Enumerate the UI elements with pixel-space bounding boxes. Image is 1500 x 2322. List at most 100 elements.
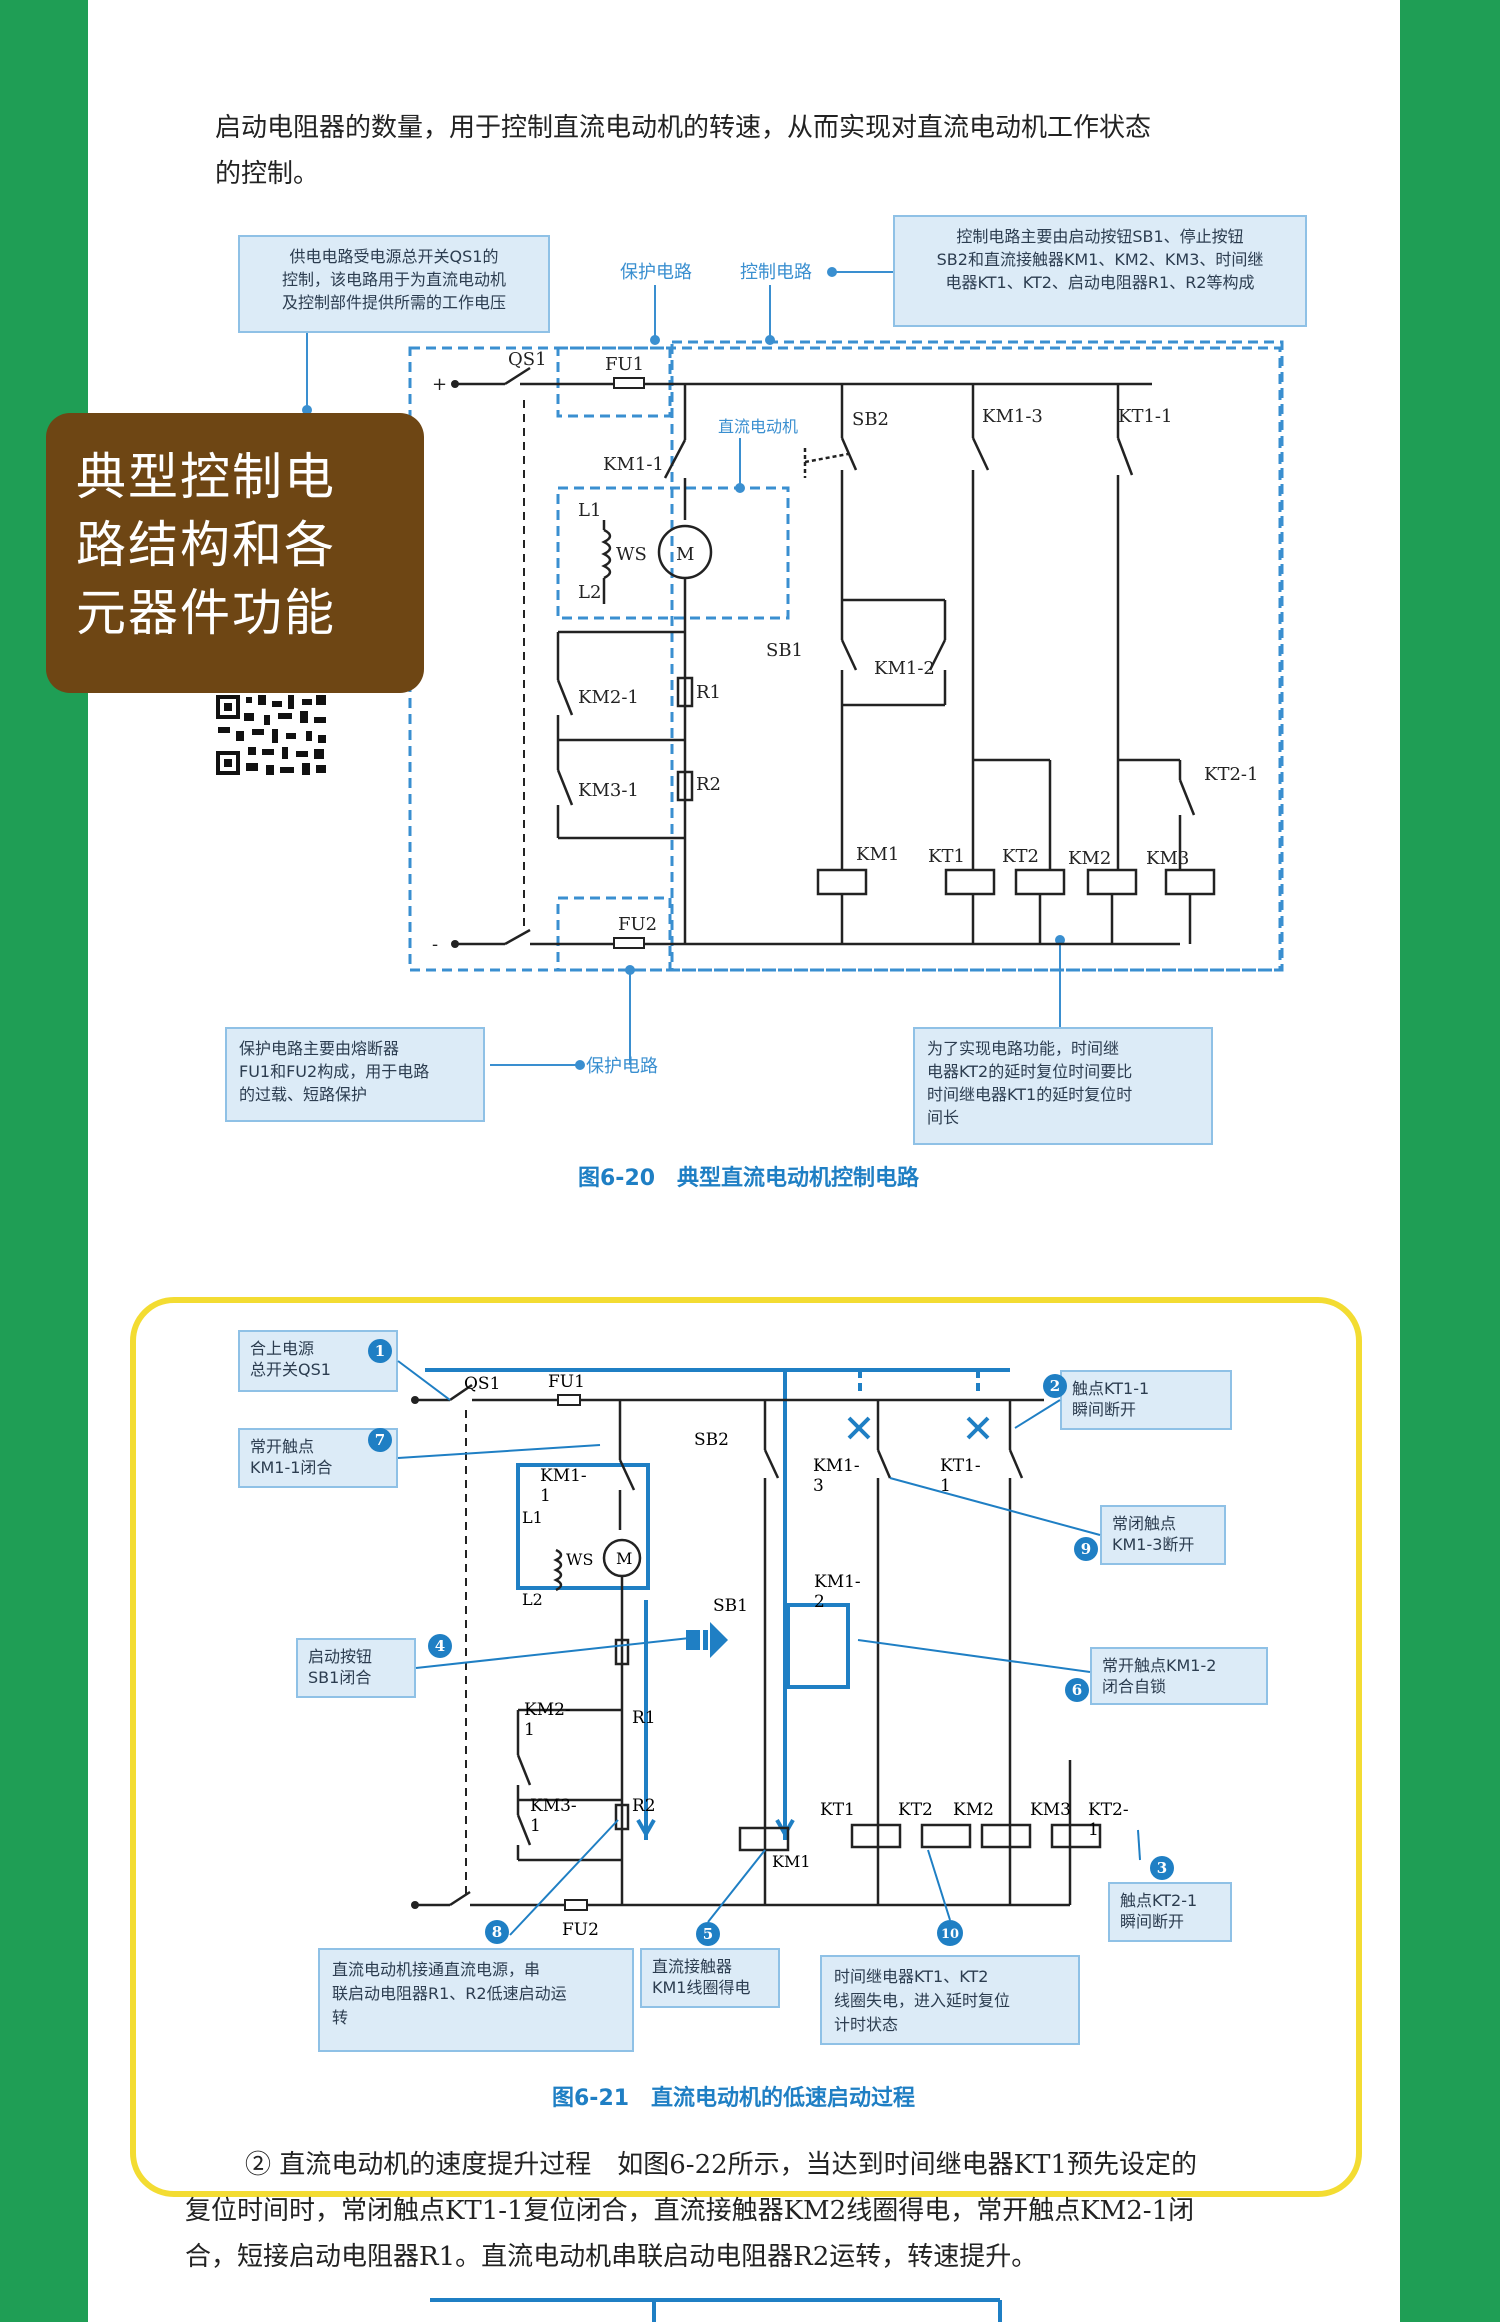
protect-region-bottom [556, 896, 672, 972]
badge-6: 6 [1065, 1678, 1089, 1702]
intro-line-2: 的控制。 [215, 159, 320, 189]
intro-line-1: 启动电阻器的数量，用于控制直流电动机的转速，从而实现对直流电动机工作状态 [215, 113, 1152, 143]
step-note-1-line-2: 总开关QS1 [250, 1360, 331, 1379]
fig21-label-kt2: KT2 [898, 1800, 933, 1820]
fig21-label-km3-1: KM3-1 [530, 1796, 577, 1836]
svg-text:7: 7 [375, 1431, 385, 1449]
badge-7: 7 [368, 1428, 392, 1452]
label-protect-bottom: 保护电路 [586, 1056, 658, 1077]
badge-2: 2 [1043, 1374, 1067, 1398]
label-sb1: SB1 [766, 640, 803, 661]
fig21-label-km1: KM1 [772, 1852, 811, 1871]
fig21-label-kt2-1: KT2-1 [1088, 1800, 1129, 1840]
label-km3-1: KM3-1 [578, 780, 639, 801]
label-r1: R1 [696, 682, 721, 703]
fig21-label-kt1-1: KT1-1 [940, 1456, 981, 1496]
step-note-2: 触点KT1-1 瞬间断开 [1060, 1370, 1232, 1430]
section-side-label: 典型控制电 路结构和各 元器件功能 [46, 413, 424, 693]
fig21-label-fu1: FU1 [548, 1372, 585, 1392]
label-kt1-1: KT1-1 [1118, 406, 1172, 427]
svg-text:8: 8 [492, 1923, 502, 1941]
svg-text:2: 2 [1050, 1377, 1060, 1395]
svg-text:5: 5 [703, 1925, 713, 1943]
plus-terminal: + [432, 374, 447, 395]
badge-8: 8 [485, 1920, 509, 1944]
side-label-line-2: 路结构和各 [76, 516, 336, 574]
step-note-4-line-2: SB1闭合 [308, 1668, 372, 1687]
step-note-5-line-2: KM1线圈得电 [652, 1978, 751, 1997]
step-note-2-line-1: 触点KT1-1 [1072, 1379, 1150, 1398]
label-l2: L2 [578, 582, 601, 603]
step-note-6-line-2: 闭合自锁 [1102, 1677, 1167, 1696]
step-note-4: 启动按钮 SB1闭合 [296, 1638, 416, 1698]
label-sb2: SB2 [852, 409, 889, 430]
next-figure-fragment [430, 2298, 1002, 2322]
step-note-8-line-3: 转 [332, 2008, 349, 2027]
label-m: M [676, 544, 694, 565]
fig21-label-km2: KM2 [953, 1800, 994, 1820]
svg-text:3: 3 [1157, 1859, 1167, 1877]
note-protect-circuit: 保护电路主要由熔断器 FU1和FU2构成，用于电路 的过载、短路保护 [225, 1027, 485, 1122]
step-note-3-line-2: 瞬间断开 [1120, 1912, 1185, 1931]
fig21-label-ws: WS [566, 1550, 594, 1569]
fig21-label-sb2: SB2 [694, 1430, 729, 1450]
fig21-label-km1-1: KM1-1 [540, 1466, 587, 1506]
side-label-line-1: 典型控制电 [76, 448, 336, 506]
figure-6-20-caption: 图6-20 典型直流电动机控制电路 [578, 1166, 920, 1191]
motor-region [556, 486, 790, 620]
label-kt2-1: KT2-1 [1204, 764, 1258, 785]
fig21-label-kt1: KT1 [820, 1800, 855, 1820]
step-note-1-line-1: 合上电源 [250, 1339, 315, 1358]
note-supply-line-2: 控制，该电路用于为直流电动机 [281, 270, 506, 289]
note-timing: 为了实现电路功能，时间继 电器KT2的延时复位时间要比 时间继电器KT1的延时复… [913, 1027, 1213, 1145]
fig21-label-km1-2: KM1-2 [814, 1572, 861, 1612]
label-ws: WS [616, 544, 647, 565]
bottom-paragraph: ② 直流电动机的速度提升过程 如图6-22所示，当达到时间继电器KT1预先设定的… [185, 2142, 1345, 2280]
svg-text:1: 1 [375, 1342, 385, 1360]
fig21-label-r2: R2 [632, 1796, 656, 1816]
step-note-1: 合上电源 总开关QS1 [238, 1330, 398, 1392]
note-control-line-1: 控制电路主要由启动按钮SB1、停止按钮 [956, 227, 1244, 246]
fig21-label-fu2: FU2 [562, 1920, 599, 1940]
note-protect-line-2: FU1和FU2构成，用于电路 [239, 1062, 430, 1081]
step-note-3-line-1: 触点KT2-1 [1120, 1891, 1198, 1910]
label-kt1: KT1 [928, 846, 965, 867]
fig21-label-l1: L1 [522, 1508, 543, 1527]
label-km2-1: KM2-1 [578, 687, 639, 708]
bottom-line-3: 合，短接启动电阻器R1。直流电动机串联启动电阻器R2运转，转速提升。 [185, 2242, 1038, 2272]
note-protect-line-3: 的过载、短路保护 [239, 1085, 368, 1104]
fig21-label-qs1: QS1 [464, 1374, 501, 1394]
figure-6-21-frame [130, 1297, 1362, 2197]
minus-terminal: - [432, 934, 438, 955]
label-qs1: QS1 [508, 349, 547, 370]
control-region [670, 340, 1284, 972]
step-note-8-line-2: 联启动电阻器R1、R2低速启动运 [332, 1984, 567, 2003]
badge-10: 10 [937, 1920, 963, 1946]
bottom-line-1: ② 直流电动机的速度提升过程 如图6-22所示，当达到时间继电器KT1预先设定的 [245, 2150, 1197, 2180]
label-km1-2: KM1-2 [874, 658, 935, 679]
svg-text:10: 10 [941, 1927, 959, 1942]
label-km1-1: KM1-1 [603, 454, 664, 475]
figure-6-21-caption: 图6-21 直流电动机的低速启动过程 [552, 2086, 916, 2111]
badge-1: 1 [368, 1339, 392, 1363]
note-supply-line-1: 供电电路受电源总开关QS1的 [289, 247, 499, 266]
step-note-9: 常闭触点 KM1-3断开 [1100, 1505, 1226, 1565]
note-control-line-3: 电器KT1、KT2、启动电阻器R1、R2等构成 [945, 273, 1255, 292]
figure-6-20: 保护电路 控制电路 直流电动机 保护电路 [302, 262, 1284, 1077]
figure-6-21 [411, 1368, 1102, 1911]
fig21-label-l2: L2 [522, 1590, 543, 1609]
step-note-8: 直流电动机接通直流电源，串 联启动电阻器R1、R2低速启动运 转 [318, 1948, 634, 2052]
svg-text:4: 4 [435, 1637, 445, 1655]
step-note-7-line-1: 常开触点 [250, 1437, 315, 1456]
label-km1: KM1 [856, 844, 899, 865]
step-note-8-line-1: 直流电动机接通直流电源，串 [332, 1960, 541, 1979]
step-note-3: 触点KT2-1 瞬间断开 [1108, 1882, 1232, 1942]
label-fu1: FU1 [605, 354, 644, 375]
note-control-circuit: 控制电路主要由启动按钮SB1、停止按钮 SB2和直流接触器KM1、KM2、KM3… [893, 215, 1307, 327]
step-note-10-line-3: 计时状态 [834, 2015, 899, 2034]
step-note-9-line-1: 常闭触点 [1112, 1514, 1177, 1533]
fig21-label-r1: R1 [632, 1708, 656, 1728]
fig21-label-km1-3: KM1-3 [813, 1456, 860, 1496]
step-note-7-line-2: KM1-1闭合 [250, 1458, 333, 1477]
